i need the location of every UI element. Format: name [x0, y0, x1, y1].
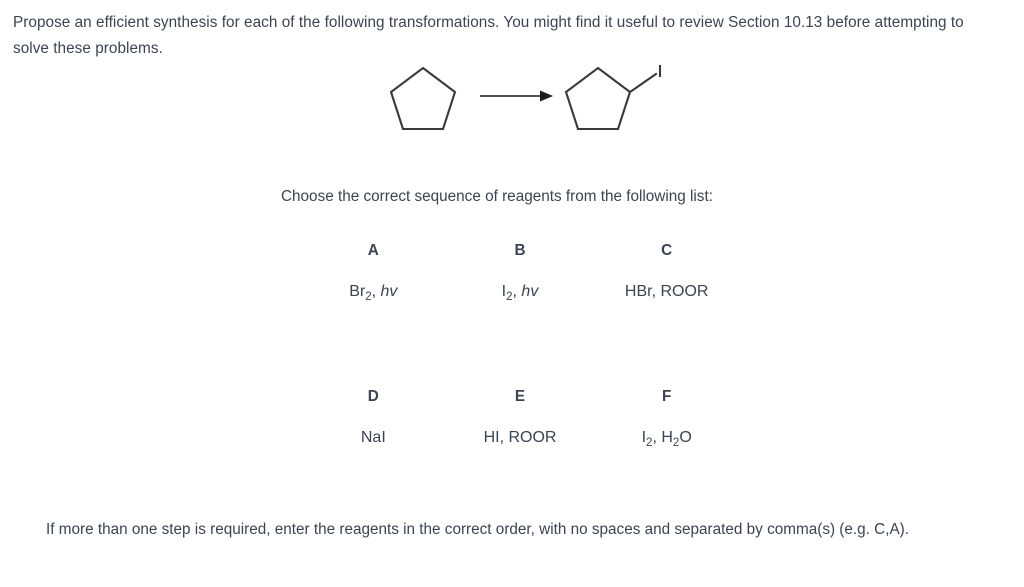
reagent-formula-cell-e: HI, ROOR	[447, 408, 594, 449]
reactant-cyclopentane-structure	[389, 66, 457, 131]
reagent-letter-row-1: A B C	[300, 240, 740, 262]
reagent-formula-e: HI, ROOR	[483, 429, 557, 446]
reagent-letter-e: E	[514, 388, 526, 405]
product-iodocyclopentane-structure	[564, 65, 662, 131]
reagent-letter-d: D	[367, 388, 379, 405]
reagent-formula-cell-b: I2, hv	[447, 262, 594, 303]
reagent-row-spacer	[300, 303, 740, 386]
problem-intro-text: Propose an efficient synthesis for each …	[13, 14, 964, 57]
reagent-option-f: F	[593, 386, 740, 408]
reagent-letter-row-2: D E F	[300, 386, 740, 408]
reagent-letter-b: B	[514, 242, 526, 259]
reagent-formula-a: Br2, hv	[349, 283, 398, 303]
reagent-option-b: B	[447, 240, 594, 262]
reagent-letter-c: C	[661, 242, 673, 259]
reagent-formula-row-1: Br2, hv I2, hv HBr, ROOR	[300, 262, 740, 303]
reagent-letter-f: F	[662, 388, 672, 405]
reagent-formula-c: HBr, ROOR	[624, 283, 709, 300]
reagent-formula-d: NaI	[360, 429, 386, 446]
reagent-option-d: D	[300, 386, 447, 408]
reagent-option-c: C	[593, 240, 740, 262]
reagent-option-e: E	[447, 386, 594, 408]
answer-format-instruction: If more than one step is required, enter…	[46, 521, 910, 538]
reaction-scheme	[360, 55, 700, 150]
reagent-formula-f: I2, H2O	[641, 429, 692, 449]
reagent-letter-a: A	[367, 242, 379, 259]
reagent-formula-cell-f: I2, H2O	[593, 408, 740, 449]
reagent-formula-row-2: NaI HI, ROOR I2, H2O	[300, 408, 740, 449]
choose-sequence-instruction: Choose the correct sequence of reagents …	[281, 188, 713, 205]
reagent-option-a: A	[300, 240, 447, 262]
reagent-formula-cell-a: Br2, hv	[300, 262, 447, 303]
reagent-formula-cell-c: HBr, ROOR	[593, 262, 740, 303]
reagent-formula-cell-d: NaI	[300, 408, 447, 449]
reagent-formula-b: I2, hv	[501, 283, 539, 303]
reagent-options-grid: A B C Br2, hv I2, hv HBr, ROOR D E F	[300, 240, 740, 449]
reaction-arrow-icon	[480, 90, 553, 102]
